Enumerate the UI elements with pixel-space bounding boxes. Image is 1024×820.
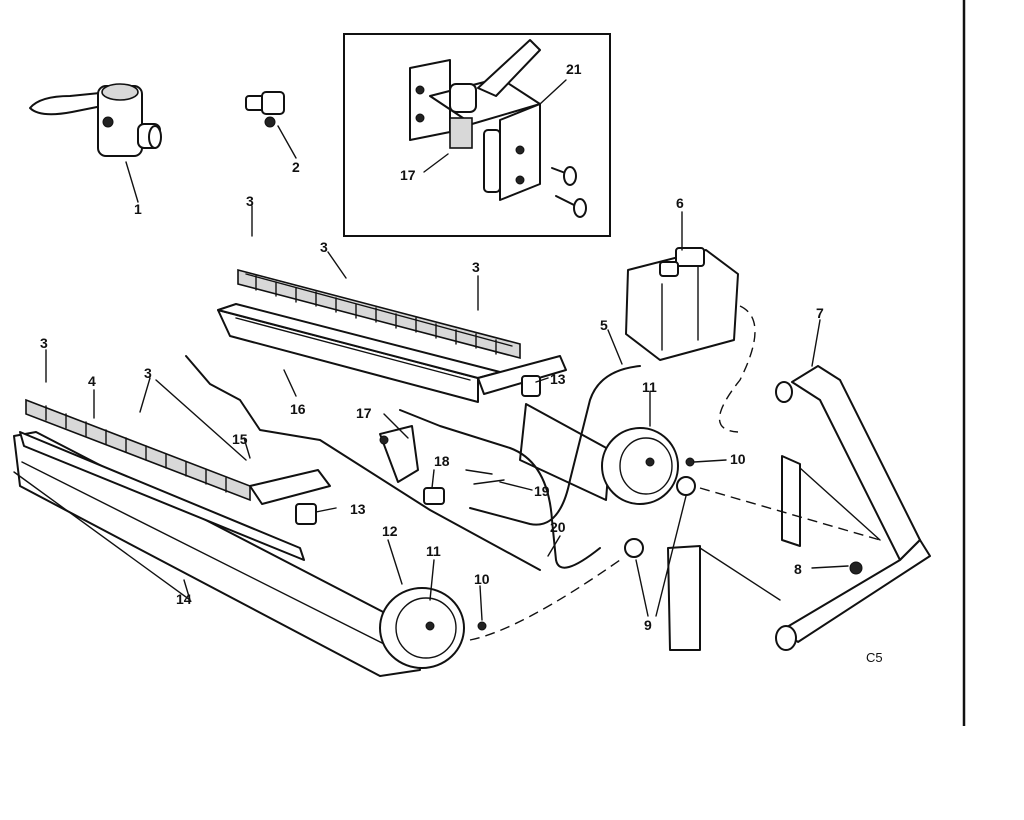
label-3-c: 3 [472,259,480,275]
inset-box [343,33,611,237]
label-11-upper: 11 [642,379,657,395]
label-3-a: 3 [246,193,254,209]
label-3-b: 3 [320,239,328,255]
assembly-line-1 [718,305,756,433]
part-8-screw [849,561,863,575]
part-14-lower-burner [13,431,421,677]
part-13-clip [295,375,541,525]
label-11-lower: 11 [426,543,441,559]
part-4-burner-ribbon [25,398,331,505]
label-3-d: 3 [40,335,48,351]
label-3-e: 3 [144,365,152,381]
part-20-tube [399,409,601,569]
label-10-upper: 10 [730,451,746,467]
label-10-lower: 10 [474,571,490,587]
label-18: 18 [434,453,450,469]
label-19: 19 [534,483,550,499]
upper-burner-ribbon [237,268,521,360]
label-2: 2 [292,159,300,175]
label-13-upper: 13 [550,371,566,387]
label-15: 15 [232,431,248,447]
label-17: 17 [356,405,372,421]
leader-lines [13,79,849,621]
part-7-pipe [775,365,931,651]
part-9-fitting [624,476,696,558]
part-11-burner-end-lower [379,587,465,669]
label-8: 8 [794,561,802,577]
label-1: 1 [134,201,142,217]
part-16-upper-burner [217,303,567,403]
label-16: 16 [290,401,306,417]
part-10-screw [477,457,695,631]
part-15-rod [185,355,541,571]
label-9: 9 [644,617,652,633]
bracket-lower [667,545,781,651]
label-20: 20 [550,519,566,535]
label-7: 7 [816,305,824,321]
label-12: 12 [382,523,398,539]
bracket-right [781,455,881,547]
part-1-valve [29,83,162,157]
label-5: 5 [600,317,608,333]
label-4: 4 [88,373,96,389]
label-6: 6 [676,195,684,211]
assembly-line-2 [469,559,621,641]
diagram-code: C5 [866,650,883,665]
part-19-screw [465,469,505,485]
part-17-pilot [379,425,419,483]
label-21: 21 [566,61,582,77]
part-5-tube [469,365,641,526]
label-13-lower: 13 [350,501,366,517]
part-11-burner-end-upper [519,403,679,505]
label-14: 14 [176,591,192,607]
part-21-bracket [409,39,587,218]
part-2-fitting [245,91,285,128]
part-18-connector [423,487,445,505]
part-6-gas-valve [625,247,739,361]
label-17-inset: 17 [400,167,416,183]
